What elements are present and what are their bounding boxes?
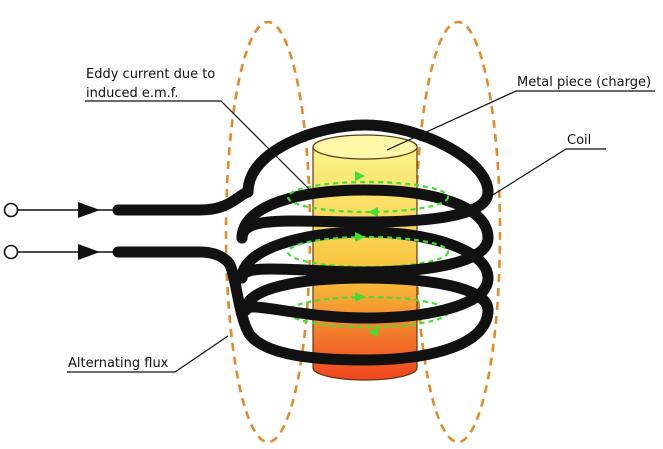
eddy-arrow-1-top <box>355 171 365 181</box>
terminal-top <box>3 202 19 218</box>
label-coil: Coil <box>567 133 591 148</box>
coil-turn-1-front <box>236 186 494 244</box>
leader-eddy-current <box>85 100 311 191</box>
eddy-arrow-3-top <box>355 292 365 302</box>
leader-alternating-flux <box>67 335 229 373</box>
leader-lines <box>67 90 655 373</box>
metal-piece <box>312 134 418 381</box>
eddy-arrow-1-bottom <box>368 207 378 217</box>
leader-coil <box>487 148 606 199</box>
eddy-arrow-2-top <box>355 232 365 242</box>
label-alternating-flux: Alternating flux <box>68 356 169 371</box>
label-eddy-current-line1: Eddy current due to <box>86 67 215 82</box>
coil-lead-top <box>112 186 254 216</box>
coil-front <box>112 186 494 366</box>
terminal-bottom <box>3 244 19 260</box>
coil-turn-2-front <box>236 232 494 284</box>
metal-piece-top <box>312 134 418 160</box>
terminal-bottom-arrow <box>78 244 100 260</box>
input-terminals <box>3 202 118 260</box>
leader-metal-piece <box>386 90 655 151</box>
label-eddy-current-line2: induced e.m.f. <box>86 86 179 101</box>
label-metal-piece: Metal piece (charge) <box>517 75 651 90</box>
labels: Eddy current due to induced e.m.f. Metal… <box>68 67 651 371</box>
coil-turn-3-front <box>240 272 494 324</box>
terminal-top-arrow <box>78 202 100 218</box>
eddy-arrow-3-bottom <box>368 327 378 337</box>
coil-turn-1-back <box>242 119 494 198</box>
coil-turn-4-front <box>112 246 494 366</box>
